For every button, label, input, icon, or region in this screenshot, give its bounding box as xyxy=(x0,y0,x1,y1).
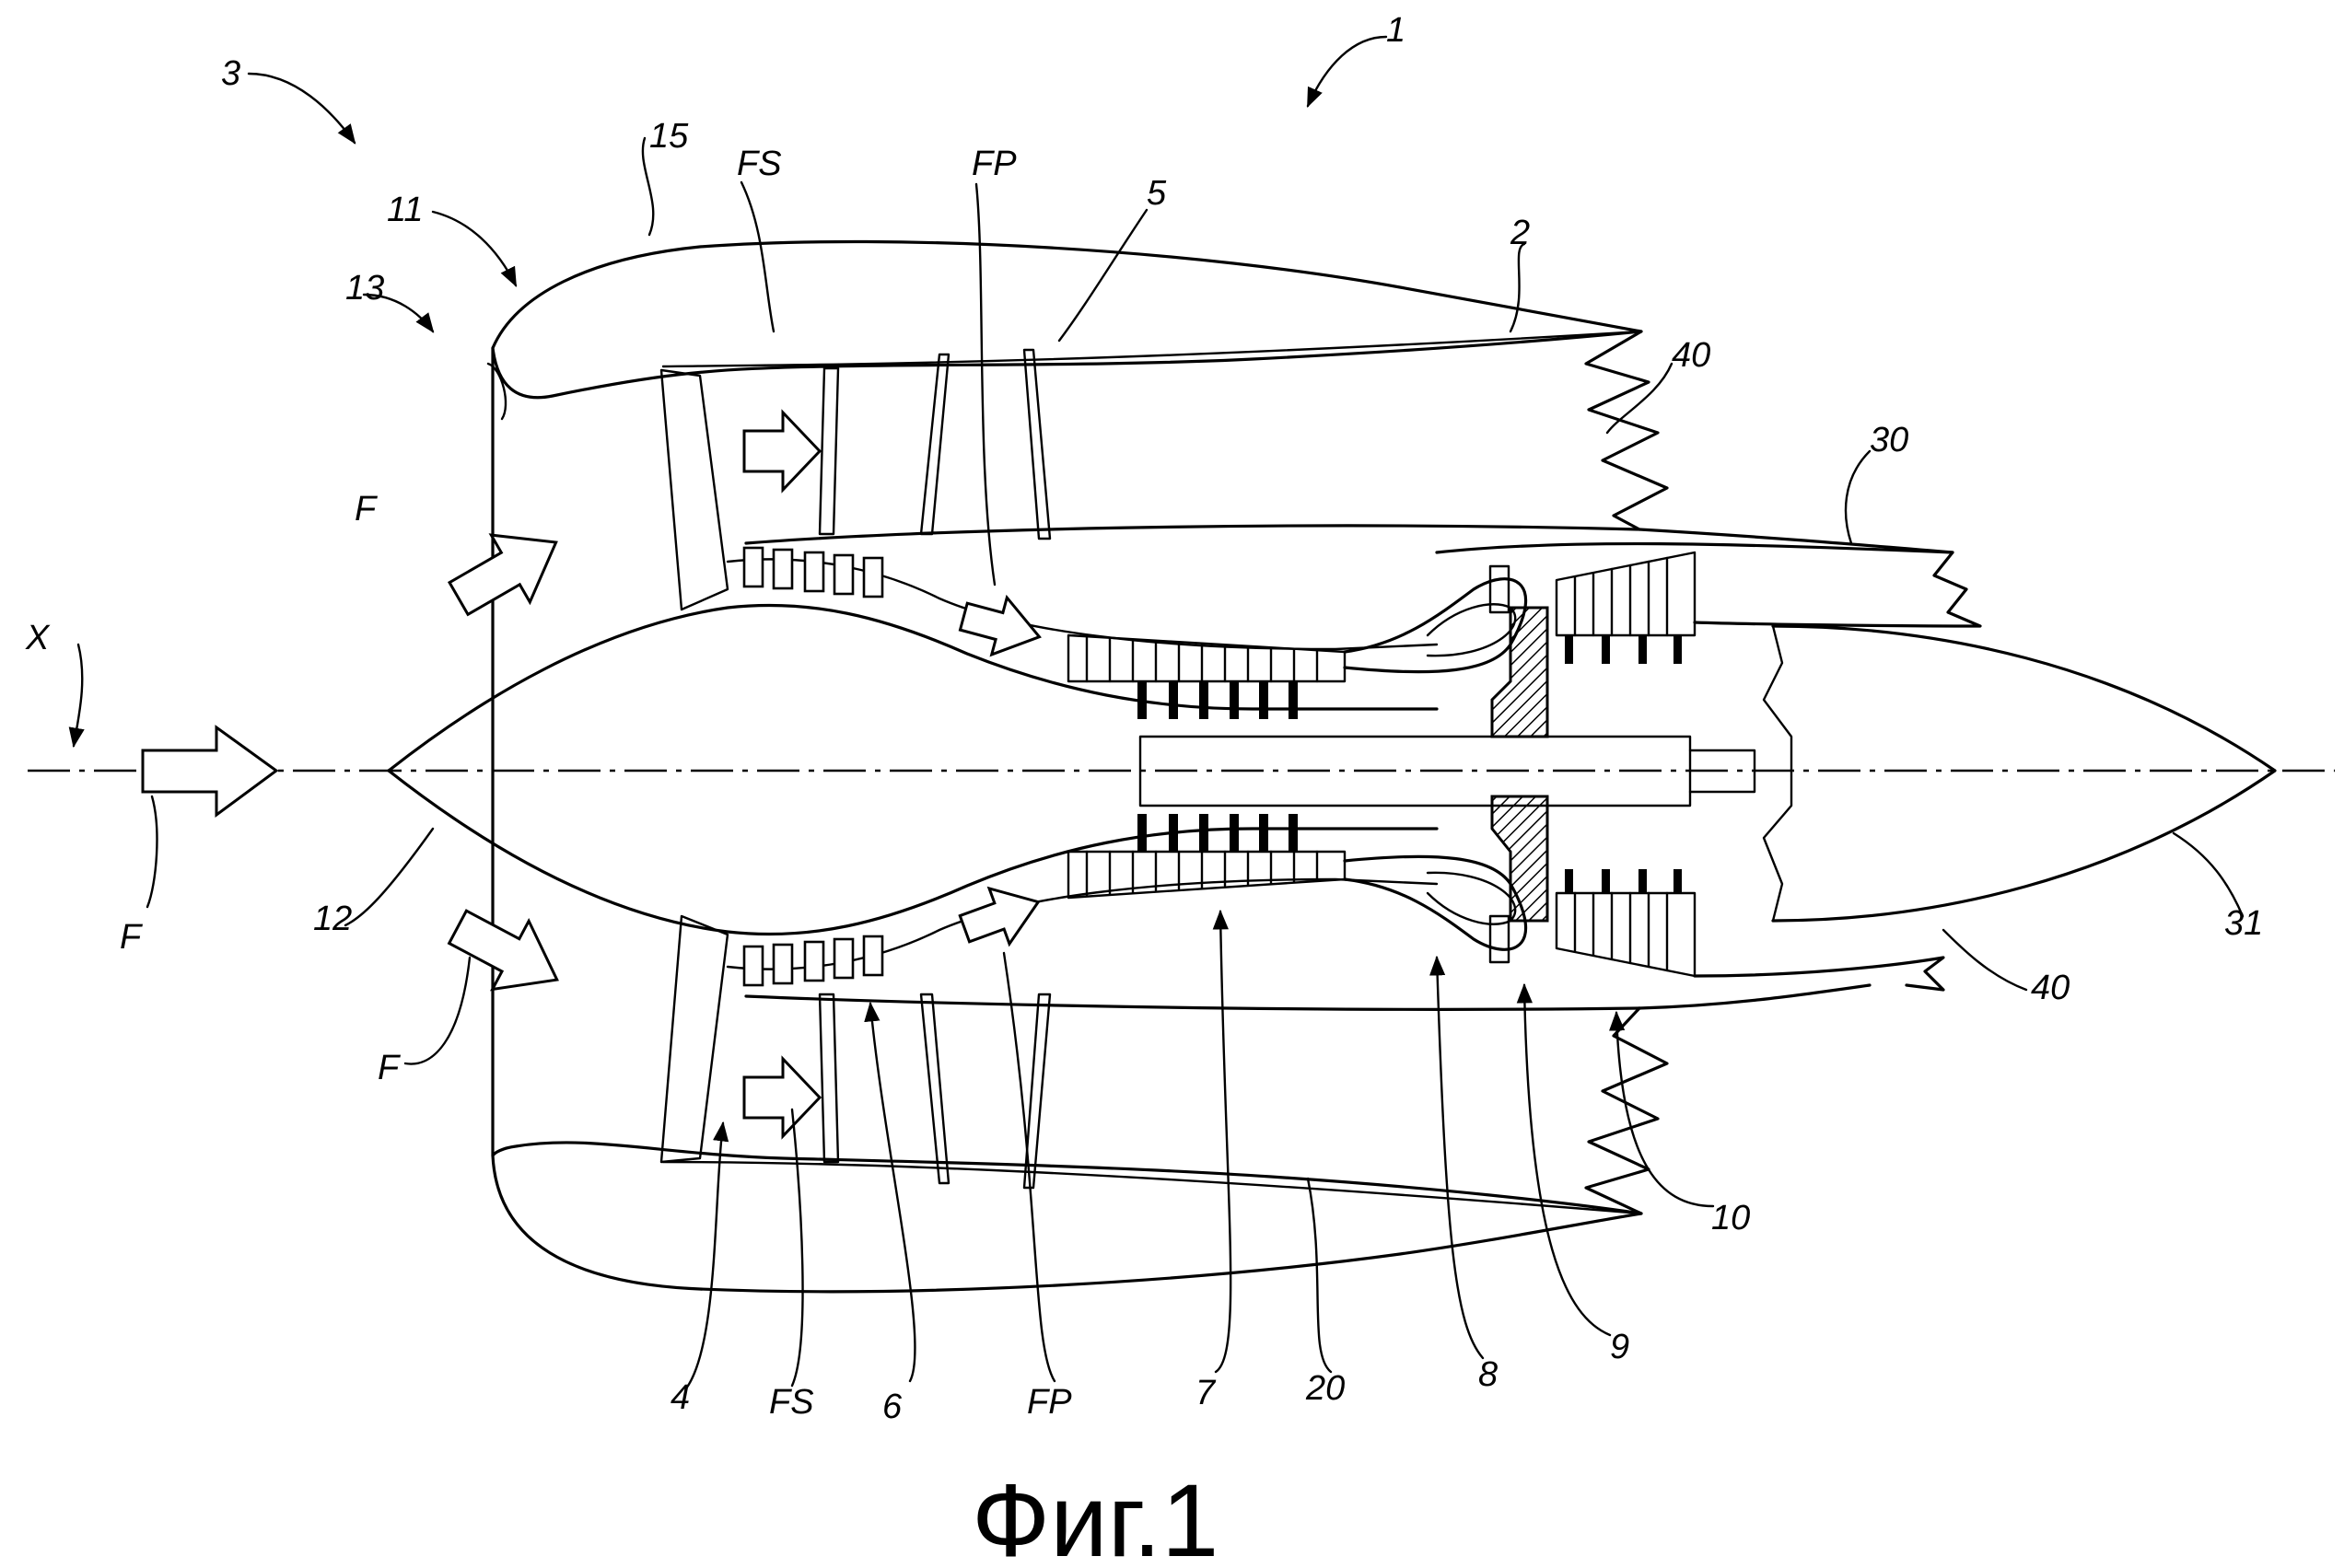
label-13: 13 xyxy=(345,269,384,308)
label-fs-upper: FS xyxy=(737,145,782,183)
fan-blade-lower xyxy=(659,914,729,1164)
label-9: 9 xyxy=(1610,1328,1629,1366)
lp-turbine-upper xyxy=(1555,551,1697,664)
fan-vane-lower-1 xyxy=(818,993,840,1164)
label-f-axis: F xyxy=(120,918,143,957)
label-11: 11 xyxy=(387,191,423,229)
leader-lines xyxy=(68,35,2245,1390)
label-fs-lower: FS xyxy=(769,1383,814,1422)
label-30: 30 xyxy=(1870,421,1908,459)
exhaust-cone xyxy=(1771,624,2277,923)
combustor-upper xyxy=(1343,577,1528,674)
label-4: 4 xyxy=(671,1378,690,1417)
label-40-top: 40 xyxy=(1672,336,1710,375)
label-x: X xyxy=(25,619,51,657)
flow-arrow-inlet-upper xyxy=(447,533,558,617)
core-cowl-upper xyxy=(744,524,1954,554)
break-line-lower xyxy=(1584,1006,1669,1215)
nacelle-upper xyxy=(491,239,1643,400)
label-8: 8 xyxy=(1478,1355,1498,1394)
spinner xyxy=(387,603,1439,772)
hp-compressor-upper xyxy=(1067,633,1347,719)
label-31: 31 xyxy=(2224,904,2263,943)
shaft-end xyxy=(1688,749,1756,794)
label-10: 10 xyxy=(1711,1199,1750,1237)
hp-turbine-lower xyxy=(1490,795,1549,923)
label-7: 7 xyxy=(1195,1374,1217,1412)
label-12: 12 xyxy=(313,900,352,938)
bypass-duct-upper xyxy=(661,330,1643,368)
label-fp-upper: FP xyxy=(972,145,1017,183)
fan-vane-upper-2 xyxy=(919,353,950,536)
flow-arrow-inlet-lower xyxy=(447,909,559,992)
turbine-nozzle-upper xyxy=(1488,564,1510,614)
fan-vane-upper-1 xyxy=(818,366,840,536)
flow-arrow-secondary-lower xyxy=(742,1055,822,1140)
flow-arrow-primary-upper xyxy=(958,594,1042,657)
label-fp-lower: FP xyxy=(1027,1383,1072,1422)
turbine-nozzle-lower xyxy=(1488,914,1510,964)
booster-stages-lower xyxy=(742,935,884,987)
fan-blade-upper xyxy=(659,368,729,611)
label-5: 5 xyxy=(1147,174,1167,213)
spinner-lower xyxy=(387,769,1439,936)
hp-compressor-lower xyxy=(1067,814,1347,900)
fan-vane-lower-2 xyxy=(919,993,950,1185)
label-6: 6 xyxy=(882,1388,903,1426)
core-nozzle-upper xyxy=(1435,541,1982,628)
hp-turbine-upper xyxy=(1490,606,1549,738)
label-40-bottom: 40 xyxy=(2031,969,2070,1007)
booster-stages-upper xyxy=(742,546,884,598)
label-f-lower: F xyxy=(378,1049,401,1087)
label-15: 15 xyxy=(649,117,689,156)
label-20: 20 xyxy=(1305,1369,1345,1408)
lp-turbine-lower xyxy=(1555,869,1697,978)
core-nozzle-lower xyxy=(1693,956,1945,992)
bypass-duct-lower xyxy=(661,1160,1643,1215)
label-1: 1 xyxy=(1386,11,1405,50)
shaft xyxy=(1138,735,1692,807)
flow-arrow-axis xyxy=(141,725,279,818)
label-f-upper: F xyxy=(355,490,378,528)
flow-arrow-primary-lower xyxy=(958,886,1041,947)
break-line-upper xyxy=(1584,330,1669,531)
exhaust-cone-break xyxy=(1762,624,1793,923)
core-cowl-lower xyxy=(744,983,1872,1011)
label-2: 2 xyxy=(1510,214,1530,252)
nacelle-lower xyxy=(491,1141,1643,1294)
fan-vane-upper-3 xyxy=(1022,348,1052,540)
label-3: 3 xyxy=(221,54,240,93)
flow-arrow-secondary-upper xyxy=(742,409,822,494)
figure-caption: Фиг.1 xyxy=(972,1463,1219,1568)
combustor-lower xyxy=(1343,854,1528,951)
